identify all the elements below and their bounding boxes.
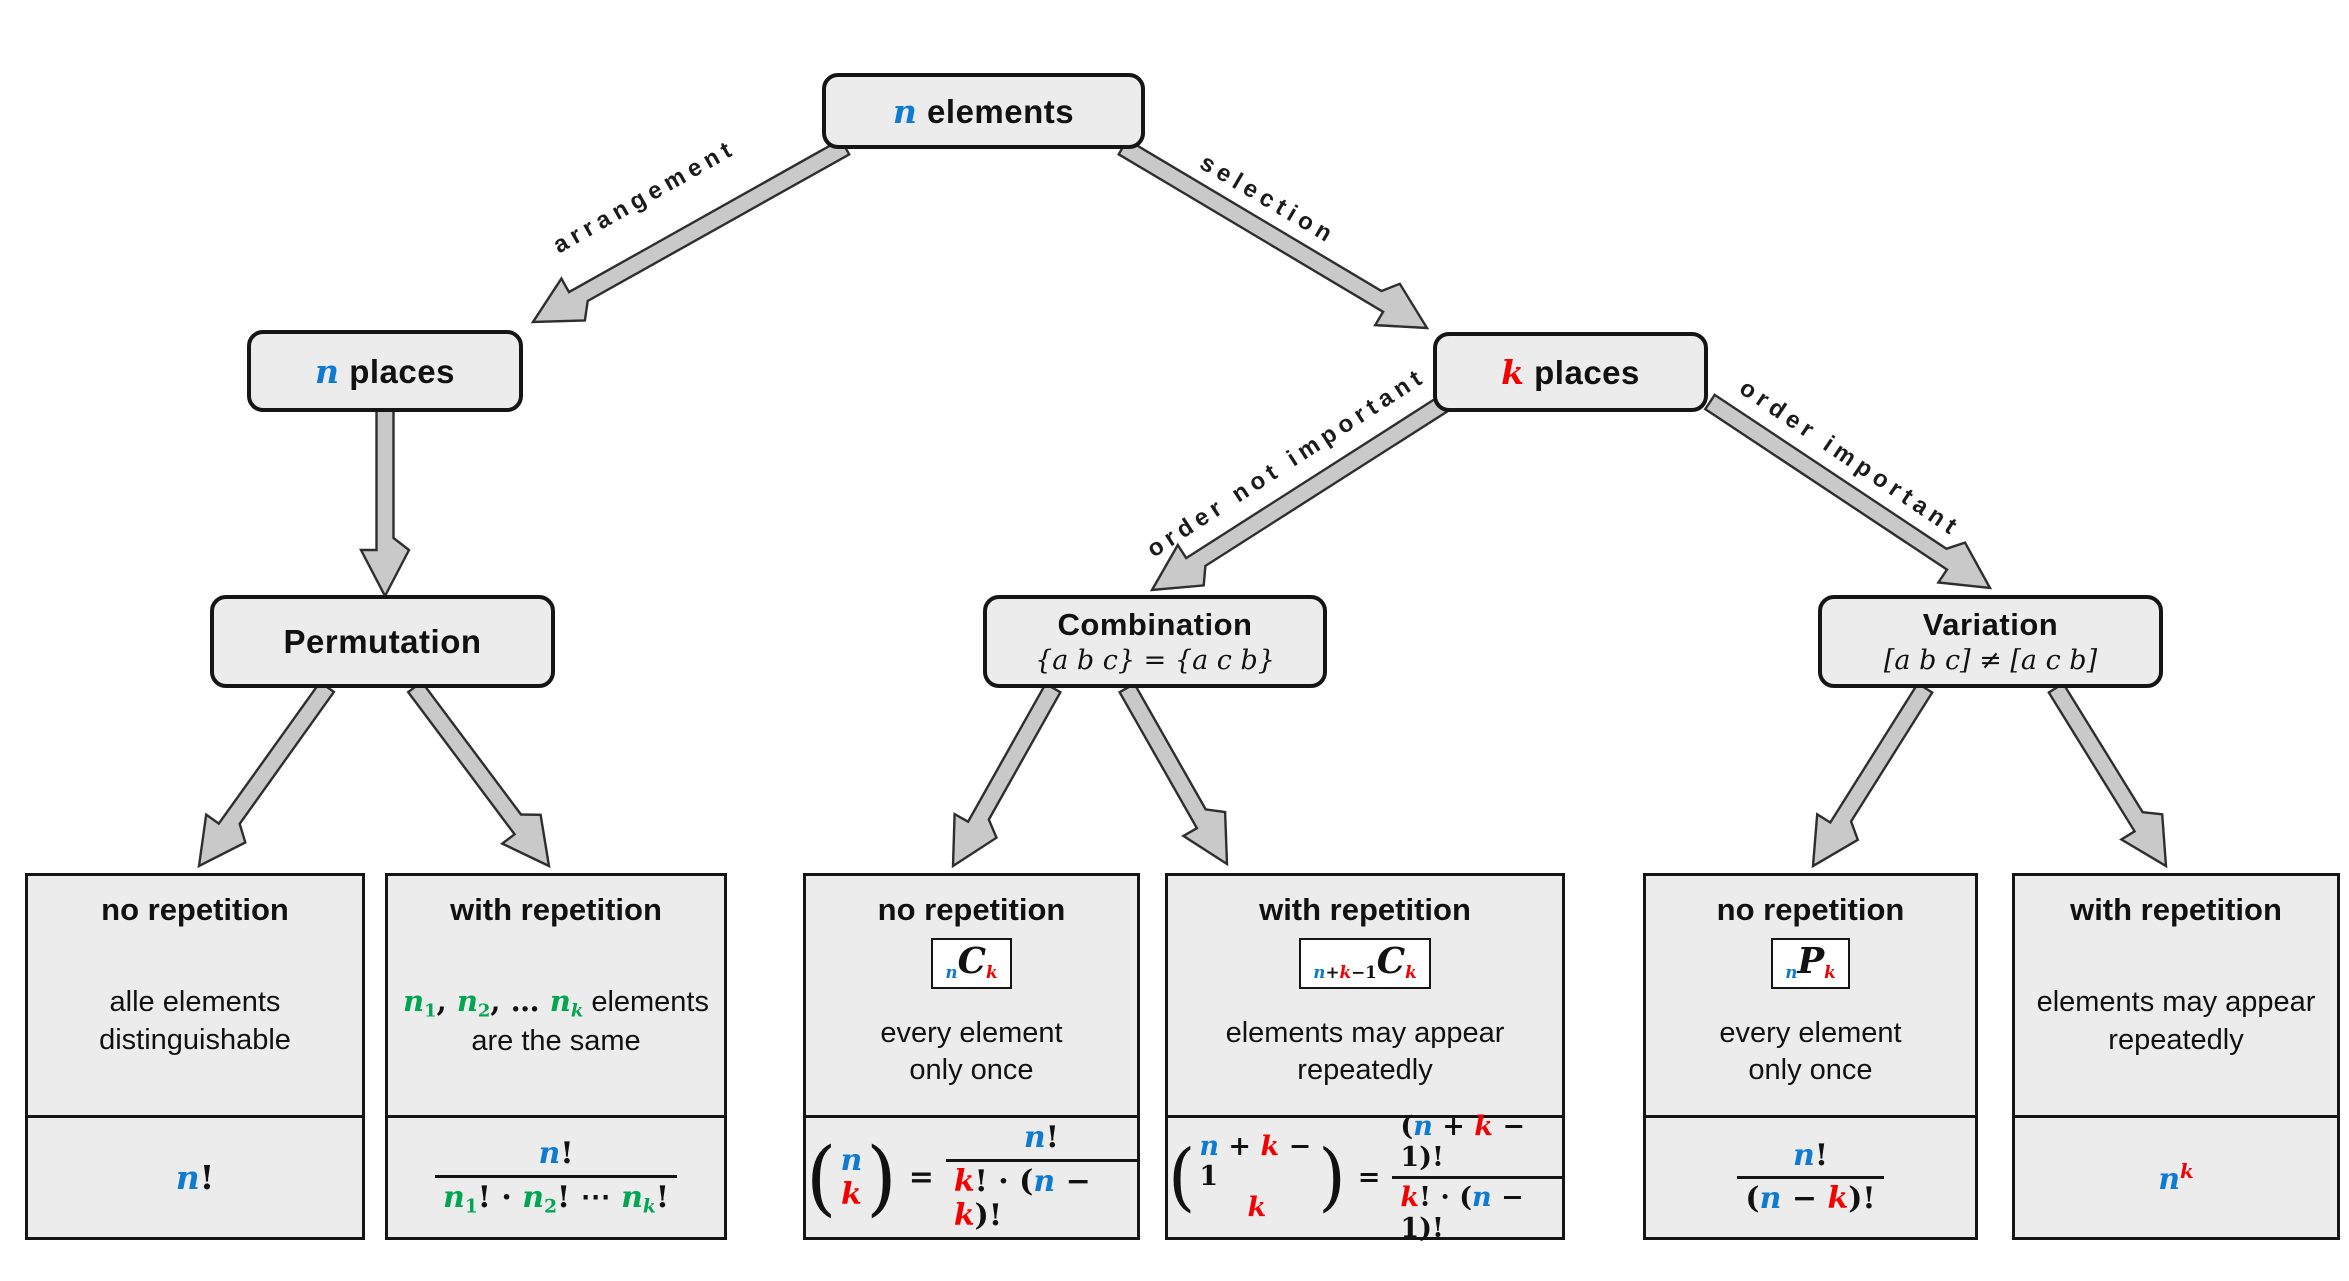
arrow-arrangement <box>530 137 851 324</box>
node-variation-subtitle: [a b c] ≠ [a c b] <box>1883 645 2098 676</box>
leaf-header: with repetition <box>1259 892 1471 927</box>
leaf-combination-with-repetition: with repetition n+k−1Ck elements may app… <box>1165 873 1565 1244</box>
denominator: k! · (n − 1)! <box>1392 1176 1562 1244</box>
leaf-formula: n! n1! · n2! ⋯ nk! <box>388 1115 724 1237</box>
open-paren: ( <box>806 1130 837 1225</box>
node-permutation: Permutation <box>210 595 555 688</box>
denominator: n1! · n2! ⋯ nk! <box>435 1174 677 1218</box>
leaf-header: no repetition <box>101 892 289 927</box>
arrow-permutation-to-no-repetition <box>197 680 336 869</box>
binomial: ( n + k − 1 k ) <box>1168 1131 1346 1223</box>
numerator: n! <box>1793 1137 1828 1173</box>
symbol-badge-nCk: nCk <box>931 938 1012 989</box>
arrow-variation-to-with-repetition <box>2047 681 2168 869</box>
node-n-elements: n elements <box>822 73 1145 149</box>
node-combination-title: Combination <box>1057 607 1253 642</box>
numerator: n! <box>1023 1120 1059 1156</box>
fraction: n! n1! · n2! ⋯ nk! <box>435 1137 677 1217</box>
arrow-combination-to-no-repetition <box>951 682 1063 869</box>
node-k-places-label: k places <box>1501 352 1640 392</box>
numerator: n! <box>538 1136 574 1172</box>
close-paren: ) <box>1318 1134 1346 1221</box>
leaf-formula: n! <box>28 1115 362 1237</box>
numerator: (n + k − 1)! <box>1400 1110 1526 1173</box>
leaf-header: no repetition <box>1716 892 1905 927</box>
arrow-order-important <box>1703 393 1993 590</box>
node-k-places: k places <box>1433 332 1708 412</box>
equals-sign: = <box>908 1160 934 1195</box>
arrow-order-not-important <box>1149 395 1450 592</box>
arrow-permutation-to-with-repetition <box>406 680 551 869</box>
fraction: (n + k − 1)! k! · (n − 1)! <box>1392 1111 1562 1244</box>
binomial-top: n <box>840 1142 863 1178</box>
leaf-formula: nk <box>2015 1115 2337 1237</box>
equals-sign: = <box>1357 1162 1381 1193</box>
node-n-elements-label: n elements <box>892 91 1075 131</box>
leaf-header: no repetition <box>877 892 1066 927</box>
node-combination-subtitle: {a b c} = {a c b} <box>1035 645 1275 676</box>
close-paren: ) <box>866 1130 897 1225</box>
open-paren: ( <box>1168 1134 1196 1221</box>
leaf-formula: n! (n − k)! <box>1646 1115 1975 1237</box>
arrow-combination-to-with-repetition <box>1117 682 1229 867</box>
node-combination: Combination {a b c} = {a c b} <box>983 595 1327 688</box>
node-n-places-label: n places <box>315 351 455 391</box>
binomial-bottom: k <box>1247 1191 1267 1223</box>
leaf-header: with repetition <box>2070 892 2282 927</box>
node-n-places: n places <box>247 330 523 412</box>
binomial-bottom: k <box>840 1176 862 1212</box>
arrow-n-places-to-permutation <box>359 408 411 599</box>
denominator: k! · (n − k)! <box>945 1158 1137 1234</box>
binomial-top: n + k − 1 <box>1199 1131 1312 1193</box>
arrow-selection <box>1117 138 1430 330</box>
denominator: (n − k)! <box>1737 1176 1884 1217</box>
leaf-header: with repetition <box>450 892 662 927</box>
fraction: n! k! · (n − k)! <box>945 1120 1137 1234</box>
node-permutation-title: Permutation <box>283 622 482 660</box>
node-variation-title: Variation <box>1922 607 2059 642</box>
binomial: ( n k ) <box>806 1130 897 1225</box>
leaf-formula: ( n k ) = n! k! · (n − k)! <box>806 1115 1137 1237</box>
node-variation: Variation [a b c] ≠ [a c b] <box>1818 595 2163 688</box>
symbol-badge-nPk: nPk <box>1771 938 1850 989</box>
leaf-formula: ( n + k − 1 k ) = (n + k − 1)! k! · (n −… <box>1168 1111 1562 1244</box>
symbol-badge-n+k-1Ck: n+k−1Ck <box>1299 938 1431 989</box>
arrow-variation-to-no-repetition <box>1811 681 1934 869</box>
fraction: n! (n − k)! <box>1737 1137 1884 1217</box>
